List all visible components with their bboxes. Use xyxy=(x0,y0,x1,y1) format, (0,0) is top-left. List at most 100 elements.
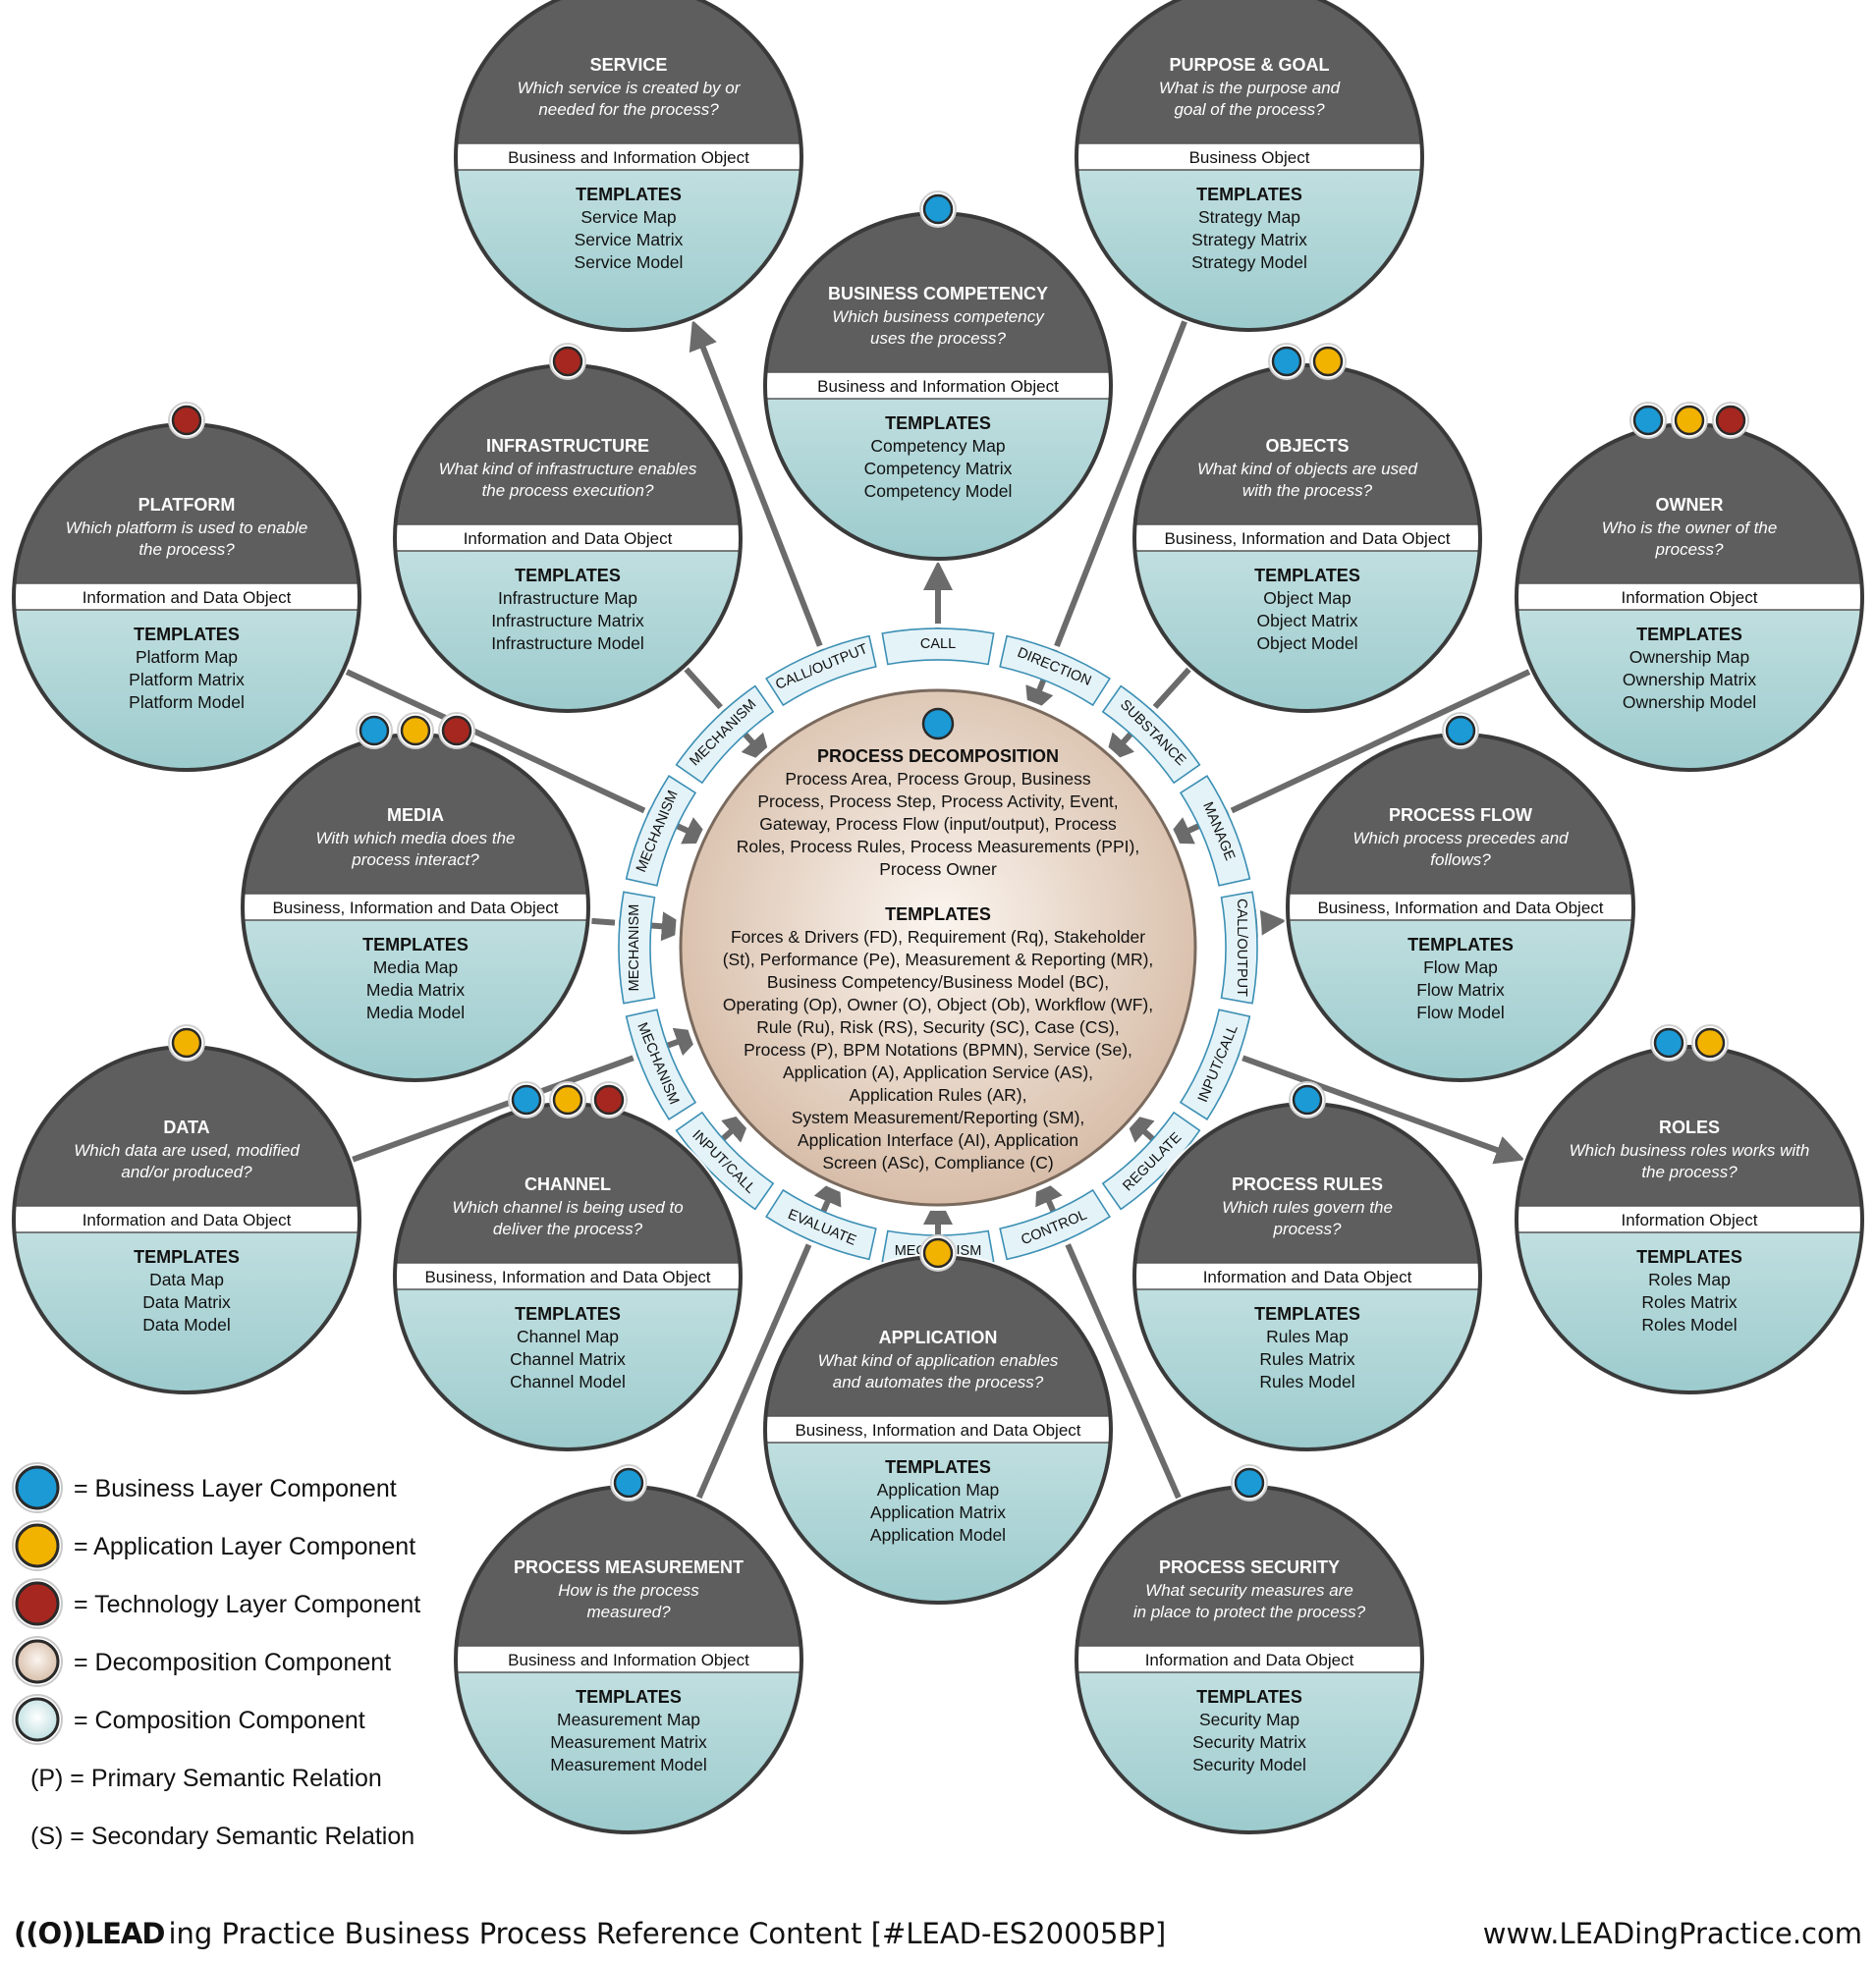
template-platform-map[interactable]: Platform Map xyxy=(136,647,238,667)
technology-layer-icon xyxy=(1715,405,1746,436)
template-rules-model[interactable]: Rules Model xyxy=(1259,1372,1354,1391)
footer-title-text: ing Practice Business Process Reference … xyxy=(168,1917,1167,1950)
template-strategy-model[interactable]: Strategy Model xyxy=(1191,252,1307,272)
template-strategy-map[interactable]: Strategy Map xyxy=(1198,207,1300,227)
template-roles-matrix[interactable]: Roles Matrix xyxy=(1641,1292,1737,1312)
technology-layer-icon xyxy=(441,715,472,746)
template-media-map[interactable]: Media Map xyxy=(373,957,459,977)
component-object-type: Information and Data Object xyxy=(83,1211,292,1229)
template-service-map[interactable]: Service Map xyxy=(580,207,676,227)
center-line: Process, Process Step, Process Activity,… xyxy=(757,791,1118,811)
template-service-matrix[interactable]: Service Matrix xyxy=(575,230,684,249)
template-competency-map[interactable]: Competency Map xyxy=(870,436,1005,456)
ring-segment xyxy=(1179,1009,1251,1120)
object-band xyxy=(1517,582,1862,611)
template-channel-map[interactable]: Channel Map xyxy=(517,1327,619,1346)
component-outline xyxy=(1075,0,1424,332)
template-security-model[interactable]: Security Model xyxy=(1192,1755,1306,1774)
template-competency-matrix[interactable]: Competency Matrix xyxy=(864,459,1013,478)
template-media-model[interactable]: Media Model xyxy=(366,1003,465,1022)
template-roles-map[interactable]: Roles Map xyxy=(1648,1270,1731,1289)
component-question: uses the process? xyxy=(870,329,1007,348)
business-layer-icon xyxy=(1632,405,1664,436)
template-rules-map[interactable]: Rules Map xyxy=(1266,1327,1349,1346)
component-object-type: Information and Data Object xyxy=(83,588,292,607)
center-templates-title: TEMPLATES xyxy=(885,904,991,924)
template-flow-map[interactable]: Flow Map xyxy=(1423,957,1498,977)
template-ownership-matrix[interactable]: Ownership Matrix xyxy=(1623,670,1756,689)
template-media-matrix[interactable]: Media Matrix xyxy=(366,980,465,1000)
component-question: the process? xyxy=(138,540,235,559)
template-ownership-map[interactable]: Ownership Map xyxy=(1629,647,1750,667)
template-channel-matrix[interactable]: Channel Matrix xyxy=(510,1349,626,1369)
center-template-item: Application Rules (AR), xyxy=(850,1085,1027,1105)
component-templates-title: TEMPLATES xyxy=(362,935,469,955)
template-strategy-matrix[interactable]: Strategy Matrix xyxy=(1191,230,1307,249)
component-question: Which data are used, modified xyxy=(74,1141,300,1160)
template-channel-model[interactable]: Channel Model xyxy=(510,1372,626,1391)
template-security-matrix[interactable]: Security Matrix xyxy=(1192,1732,1306,1752)
component-templates-title: TEMPLATES xyxy=(1254,566,1360,585)
template-object-model[interactable]: Object Model xyxy=(1256,633,1357,653)
template-security-map[interactable]: Security Map xyxy=(1199,1710,1299,1729)
template-data-model[interactable]: Data Model xyxy=(142,1315,231,1335)
component-outline xyxy=(1132,363,1482,713)
business-layer-icon xyxy=(613,1467,644,1499)
template-flow-model[interactable]: Flow Model xyxy=(1416,1003,1504,1022)
legend-secondary: (S) = Secondary Semantic Relation xyxy=(30,1823,414,1850)
object-band xyxy=(765,371,1111,400)
template-ownership-model[interactable]: Ownership Model xyxy=(1623,692,1756,712)
template-infrastructure-matrix[interactable]: Infrastructure Matrix xyxy=(491,611,644,630)
template-data-map[interactable]: Data Map xyxy=(149,1270,224,1289)
template-data-matrix[interactable]: Data Matrix xyxy=(142,1292,231,1312)
object-band xyxy=(395,523,741,552)
template-roles-model[interactable]: Roles Model xyxy=(1641,1315,1737,1335)
center-circle xyxy=(679,688,1197,1207)
component-templates-title: TEMPLATES xyxy=(1636,1247,1742,1267)
template-infrastructure-model[interactable]: Infrastructure Model xyxy=(491,633,644,653)
template-platform-matrix[interactable]: Platform Matrix xyxy=(129,670,245,689)
component-question: Which service is created by or xyxy=(518,79,742,97)
template-application-model[interactable]: Application Model xyxy=(870,1525,1006,1545)
template-measurement-model[interactable]: Measurement Model xyxy=(550,1755,707,1774)
template-competency-model[interactable]: Competency Model xyxy=(864,481,1013,501)
component-object-type: Business, Information and Data Object xyxy=(795,1421,1080,1440)
template-measurement-map[interactable]: Measurement Map xyxy=(557,1710,700,1729)
application-layer-icon xyxy=(171,1027,202,1059)
component-object-type: Business, Information and Data Object xyxy=(1317,899,1603,917)
component-question: What is the purpose and xyxy=(1159,79,1341,97)
template-flow-matrix[interactable]: Flow Matrix xyxy=(1416,980,1505,1000)
template-application-map[interactable]: Application Map xyxy=(877,1480,1000,1500)
template-object-matrix[interactable]: Object Matrix xyxy=(1256,611,1357,630)
technology-layer-icon xyxy=(593,1084,625,1116)
component-question: the process execution? xyxy=(482,481,654,500)
template-object-map[interactable]: Object Map xyxy=(1263,588,1351,608)
component-question: Which rules govern the xyxy=(1222,1198,1393,1217)
template-rules-matrix[interactable]: Rules Matrix xyxy=(1259,1349,1354,1369)
template-measurement-matrix[interactable]: Measurement Matrix xyxy=(550,1732,707,1752)
ring-segment xyxy=(999,1188,1111,1261)
template-application-matrix[interactable]: Application Matrix xyxy=(870,1502,1006,1522)
template-infrastructure-map[interactable]: Infrastructure Map xyxy=(498,588,637,608)
component-templates-title: TEMPLATES xyxy=(576,1687,682,1707)
template-platform-model[interactable]: Platform Model xyxy=(129,692,245,712)
template-service-model[interactable]: Service Model xyxy=(575,252,684,272)
component-question: What security measures are xyxy=(1145,1581,1353,1600)
footer-url[interactable]: www.LEADingPractice.com xyxy=(1482,1917,1862,1950)
